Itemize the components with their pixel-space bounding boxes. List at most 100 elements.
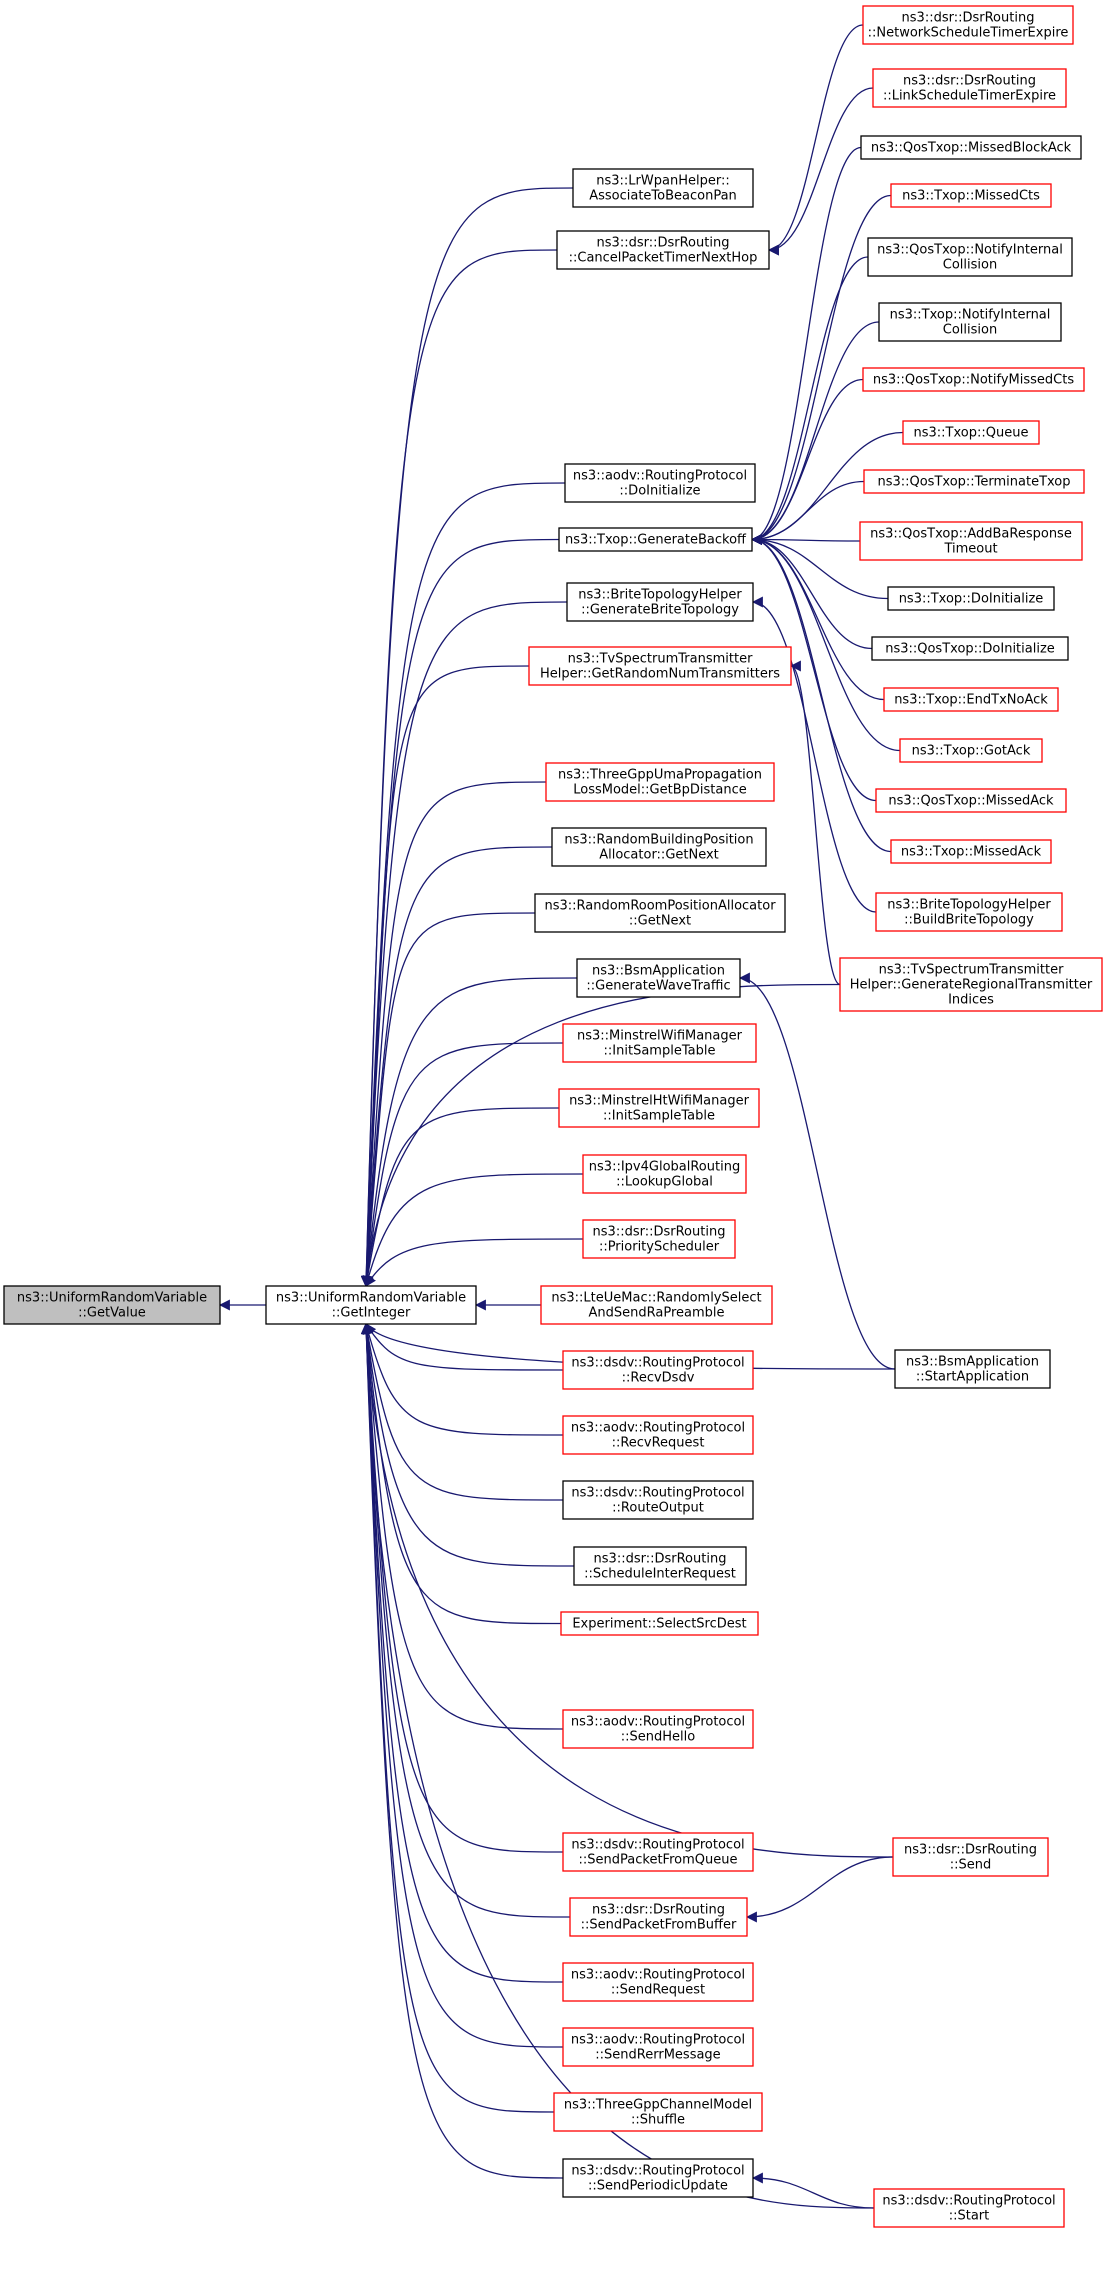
node-dsrprio[interactable]: ns3::dsr::DsrRouting::PriorityScheduler — [582, 1219, 736, 1259]
node-cancelpkt[interactable]: ns3::dsr::DsrRouting::CancelPacketTimerN… — [556, 230, 770, 270]
node-box — [899, 738, 1043, 763]
node-label: Collision — [943, 323, 997, 338]
node-genbackoff[interactable]: ns3::Txop::GenerateBackoff — [558, 527, 753, 552]
node-minstrel[interactable]: ns3::MinstrelWifiManager::InitSampleTabl… — [562, 1023, 757, 1063]
node-label: Experiment::SelectSrcDest — [572, 1617, 746, 1632]
node-gotack[interactable]: ns3::Txop::GotAck — [899, 738, 1043, 763]
node-ltemac[interactable]: ns3::LteUeMac::RandomlySelectAndSendRaPr… — [540, 1285, 773, 1325]
node-ipv4[interactable]: ns3::Ipv4GlobalRouting::LookupGlobal — [582, 1154, 747, 1194]
node-threegppbp[interactable]: ns3::ThreeGppUmaPropagationLossModel::Ge… — [545, 762, 775, 802]
node-box — [564, 463, 756, 503]
node-endtx[interactable]: ns3::Txop::EndTxNoAck — [883, 687, 1059, 712]
node-aodvrerr[interactable]: ns3::aodv::RoutingProtocol::SendRerrMess… — [562, 2027, 754, 2067]
node-label: ns3::QosTxop::MissedBlockAck — [871, 141, 1072, 156]
edge-getint-to-minstrelht — [362, 1107, 560, 1288]
node-txopdoinit[interactable]: ns3::Txop::DoInitialize — [887, 586, 1055, 611]
node-label: ::PriorityScheduler — [599, 1240, 720, 1255]
node-qosmissedack[interactable]: ns3::QosTxop::MissedAck — [875, 788, 1067, 813]
node-dsdvperiodic[interactable]: ns3::dsdv::RoutingProtocol::SendPeriodic… — [562, 2158, 754, 2198]
node-label: ns3::dsdv::RoutingProtocol — [882, 2194, 1055, 2209]
node-netsched[interactable]: ns3::dsr::DsrRouting::NetworkScheduleTim… — [862, 5, 1074, 45]
node-dsdvrecv[interactable]: ns3::dsdv::RoutingProtocol::RecvDsdv — [562, 1350, 754, 1390]
node-missedcts[interactable]: ns3::Txop::MissedCts — [890, 183, 1052, 208]
node-label: ns3::Txop::DoInitialize — [899, 592, 1044, 607]
node-box — [862, 367, 1085, 392]
node-label: ::RecvRequest — [612, 1436, 705, 1451]
node-box — [573, 1546, 747, 1586]
node-randbldg[interactable]: ns3::RandomBuildingPositionAllocator::Ge… — [551, 827, 767, 867]
node-genbrite[interactable]: ns3::BriteTopologyHelper::GenerateBriteT… — [566, 582, 754, 622]
node-box — [860, 135, 1082, 160]
edge-genbackoff-to-missedblock — [750, 146, 862, 545]
node-tvgenreg[interactable]: ns3::TvSpectrumTransmitterHelper::Genera… — [839, 957, 1103, 1012]
node-aodvdoinit[interactable]: ns3::aodv::RoutingProtocol::DoInitialize — [564, 463, 756, 503]
node-buildbrite[interactable]: ns3::BriteTopologyHelper::BuildBriteTopo… — [875, 892, 1063, 932]
edge-genbrite-to-buildbrite — [751, 596, 877, 913]
edges-layer — [218, 24, 904, 2209]
node-qosterm[interactable]: ns3::QosTxop::TerminateTxop — [863, 469, 1085, 494]
edge-dsrsendbuf-to-dsrsend — [745, 1856, 894, 1923]
node-randroom[interactable]: ns3::RandomRoomPositionAllocator::GetNex… — [534, 893, 786, 933]
node-label: ::GenerateBriteTopology — [581, 603, 739, 618]
node-aodvhello[interactable]: ns3::aodv::RoutingProtocol::SendHello — [562, 1709, 754, 1749]
node-dsdvsendq[interactable]: ns3::dsdv::RoutingProtocol::SendPacketFr… — [562, 1832, 754, 1872]
node-label: Indices — [948, 993, 994, 1008]
node-qosnotifycts[interactable]: ns3::QosTxop::NotifyMissedCts — [862, 367, 1085, 392]
node-qosdoinit[interactable]: ns3::QosTxop::DoInitialize — [871, 636, 1069, 661]
edge-getint-to-bsmgen — [361, 977, 578, 1288]
edge-genbackoff-to-qosterm — [750, 480, 865, 545]
node-threegppshuffle[interactable]: ns3::ThreeGppChannelModel::Shuffle — [553, 2092, 763, 2132]
node-dsrsend[interactable]: ns3::dsr::DsrRouting::Send — [892, 1837, 1049, 1877]
node-box — [867, 237, 1073, 277]
node-box — [265, 1285, 477, 1325]
edge-getint-to-tvgetrand — [360, 665, 530, 1288]
node-bsmstart[interactable]: ns3::BsmApplication::StartApplication — [894, 1349, 1051, 1389]
node-experiment[interactable]: Experiment::SelectSrcDest — [560, 1611, 759, 1636]
node-missedblock[interactable]: ns3::QosTxop::MissedBlockAck — [860, 135, 1082, 160]
node-root[interactable]: ns3::UniformRandomVariable::GetValue — [3, 1285, 221, 1325]
node-label: ns3::QosTxop::AddBaResponse — [870, 527, 1072, 542]
node-txopmissedack[interactable]: ns3::Txop::MissedAck — [890, 839, 1052, 864]
node-dsdvstart[interactable]: ns3::dsdv::RoutingProtocol::Start — [873, 2188, 1065, 2228]
node-box — [534, 893, 786, 933]
node-label: ::GetInteger — [332, 1306, 411, 1321]
node-dsrsendbuf[interactable]: ns3::dsr::DsrRouting::SendPacketFromBuff… — [569, 1897, 748, 1937]
node-txopqueue[interactable]: ns3::Txop::Queue — [902, 420, 1040, 445]
node-box — [562, 1350, 754, 1390]
node-aodvrecv[interactable]: ns3::aodv::RoutingProtocol::RecvRequest — [562, 1415, 754, 1455]
node-label: Helper::GenerateRegionalTransmitter — [850, 978, 1093, 993]
node-aodvsendreq[interactable]: ns3::aodv::RoutingProtocol::SendRequest — [562, 1962, 754, 2002]
node-label: LossModel::GetBpDistance — [573, 783, 747, 798]
edge-genbackoff-to-qosdoinit — [750, 534, 873, 650]
node-minstrelht[interactable]: ns3::MinstrelHtWifiManager::InitSampleTa… — [558, 1088, 760, 1128]
node-dsrsched[interactable]: ns3::dsr::DsrRouting::ScheduleInterReque… — [573, 1546, 747, 1586]
node-lrwpan[interactable]: ns3::LrWpanHelper::AssociateToBeaconPan — [572, 168, 754, 208]
node-label: ::StartApplication — [916, 1370, 1029, 1385]
node-box — [582, 1219, 736, 1259]
node-label: ns3::Txop::EndTxNoAck — [894, 693, 1048, 708]
node-label: ns3::Txop::NotifyInternal — [890, 308, 1051, 323]
node-label: ns3::dsdv::RoutingProtocol — [571, 1356, 744, 1371]
node-getint[interactable]: ns3::UniformRandomVariable::GetInteger — [265, 1285, 477, 1325]
node-label: ::Shuffle — [631, 2113, 685, 2128]
node-dsdvroute[interactable]: ns3::dsdv::RoutingProtocol::RouteOutput — [562, 1480, 754, 1520]
node-bsmgen[interactable]: ns3::BsmApplication::GenerateWaveTraffic — [576, 958, 741, 998]
node-label: ns3::dsr::DsrRouting — [593, 1225, 726, 1240]
node-label: ::InitSampleTable — [604, 1044, 716, 1059]
node-box — [839, 957, 1103, 1012]
node-box — [562, 1023, 757, 1063]
node-label: ns3::BriteTopologyHelper — [578, 588, 742, 603]
node-label: ::SendRequest — [611, 1983, 705, 1998]
node-box — [558, 1088, 760, 1128]
node-linksched[interactable]: ns3::dsr::DsrRouting::LinkScheduleTimerE… — [872, 68, 1067, 108]
node-box — [569, 1897, 748, 1937]
node-label: ns3::Txop::MissedCts — [902, 189, 1040, 204]
node-box — [873, 2188, 1065, 2228]
node-label: ::Send — [950, 1858, 992, 1873]
node-tvgetrand[interactable]: ns3::TvSpectrumTransmitterHelper::GetRan… — [528, 646, 792, 686]
node-label: ns3::Txop::GenerateBackoff — [565, 533, 747, 548]
